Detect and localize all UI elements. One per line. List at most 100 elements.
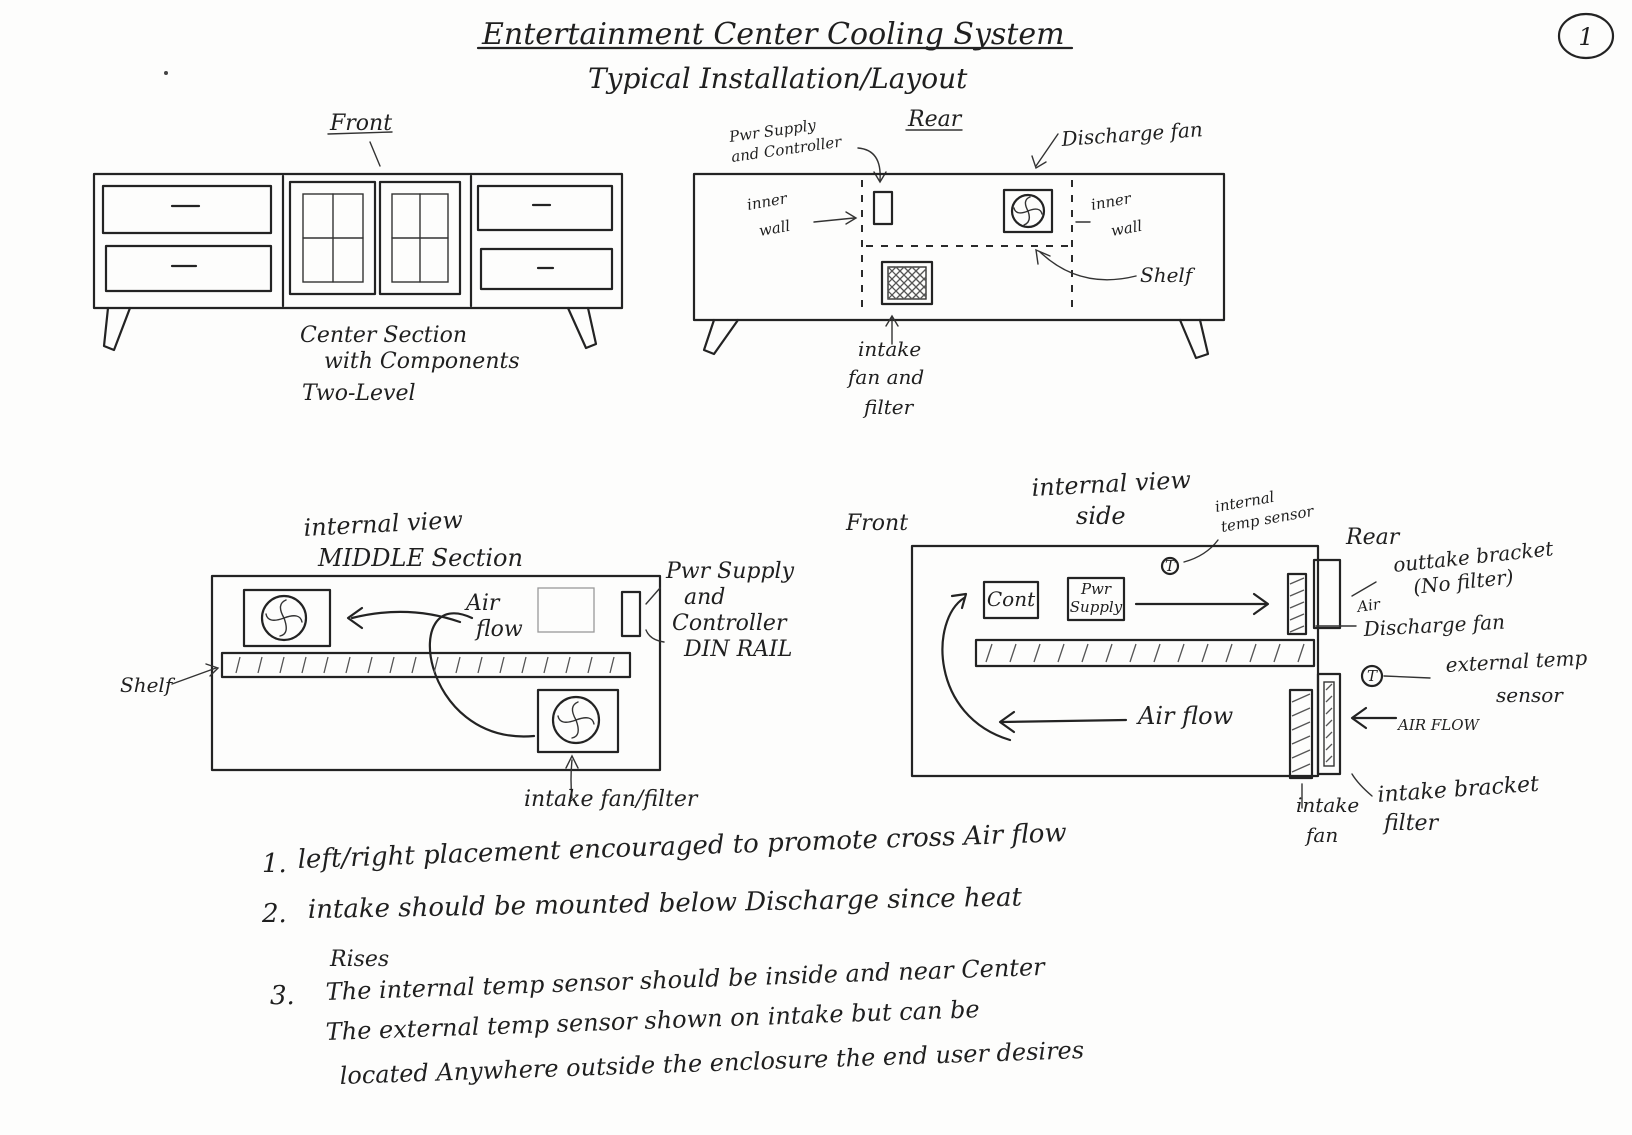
front-pointer (369, 141, 381, 167)
side-heading-line: side (1076, 502, 1126, 530)
pointer-arrowhead (1031, 155, 1047, 170)
middle-section-view: internal view MIDDLE Section Air flow Sh… (120, 506, 795, 812)
note-line: The external temp sensor shown on intake… (325, 995, 980, 1046)
shelf-pointer (171, 667, 217, 685)
fan-blades (557, 701, 595, 739)
rear-leg-right (1178, 318, 1210, 360)
side-intake-fan-label: intake (1296, 793, 1359, 817)
intake-pointer (570, 759, 573, 799)
side-enclosure (910, 544, 1320, 778)
side-heading-line: internal view (1031, 466, 1192, 502)
side-shelf (974, 638, 1316, 668)
fan-blades (1013, 196, 1043, 226)
rear-inner-wall-left-label: inner (746, 189, 789, 214)
shelf-hatching (985, 643, 1305, 663)
middle-airflow-label: flow (474, 617, 523, 642)
shelf-pointer (1039, 251, 1137, 281)
rear-leg-left (702, 318, 740, 356)
side-intake-bracket (1316, 672, 1342, 776)
outtake-pointer (1351, 581, 1377, 597)
page-number-circle (1557, 12, 1615, 60)
middle-intake-fan-box (536, 688, 620, 754)
internal-temp-sensor-circle (1160, 556, 1180, 576)
internal-temp-pointer (1183, 539, 1219, 563)
front-leg-right (566, 306, 598, 350)
side-front-label: Front (845, 511, 908, 536)
rear-discharge-fan-box (1002, 188, 1054, 234)
arrowhead (1350, 706, 1368, 730)
side-external-temp-label: sensor (1496, 683, 1564, 707)
side-airflow-curve (941, 596, 1012, 742)
page-number: 1 (1578, 23, 1593, 51)
front-caption-line: with Components (324, 349, 520, 374)
front-caption-line: Two-Level (302, 381, 416, 406)
side-intake-fan (1288, 688, 1314, 780)
note-number: 1. (262, 849, 287, 879)
side-pwr-supply-label: Supply (1070, 598, 1123, 616)
rear-discharge-fan-label: Discharge fan (1060, 117, 1204, 151)
front-drawer-top-left (101, 184, 273, 235)
sketch-title: Entertainment Center Cooling System (481, 17, 1065, 52)
middle-intake-fan-circle (551, 695, 601, 745)
middle-airflow-top-arrow (350, 610, 462, 624)
pointer-arrowhead (885, 314, 899, 327)
intake-filter (1323, 681, 1335, 767)
middle-pwr-label: and (684, 585, 725, 610)
rear-view: Rear Pwr Supply and Controller Discharge… (692, 107, 1226, 419)
sketch-subtitle: Typical Installation/Layout (588, 62, 968, 95)
middle-airflow-curve (428, 612, 536, 738)
inner-wall-pointer (813, 217, 855, 223)
arrowhead (998, 710, 1016, 734)
middle-pwr-label: DIN RAIL (683, 637, 792, 662)
rear-shelf-label: Shelf (1140, 263, 1196, 287)
discharge-fan-hatching (1289, 577, 1305, 633)
front-drawer-bottom-right (479, 247, 614, 291)
side-controller-label: Cont (987, 587, 1036, 611)
pointer-arrowhead (205, 663, 220, 677)
rear-inner-wall-left-label: wall (758, 217, 792, 240)
note-number: 3. (270, 981, 295, 1011)
stray-mark (164, 71, 168, 75)
shelf-hatching (235, 656, 615, 674)
side-controller-box (982, 580, 1040, 620)
middle-shelf-label: Shelf (120, 673, 176, 697)
side-intake-bracket-label: intake bracket (1377, 772, 1540, 808)
front-view: Front Center Section with Components Two… (92, 111, 624, 406)
middle-enclosure (210, 574, 662, 772)
middle-discharge-fan-circle (260, 594, 308, 642)
side-view: internal view side Front Rear internal t… (845, 466, 1588, 847)
pwr-pointer (645, 587, 661, 605)
arrowhead (346, 606, 364, 630)
rear-discharge-fan-circle (1010, 193, 1046, 229)
side-intake-bracket-label: filter (1382, 811, 1440, 836)
rear-inner-wall-right-label: inner (1090, 189, 1133, 214)
front-door-right (378, 180, 462, 296)
side-air-small-label: Air (1354, 595, 1382, 616)
internal-temp-sensor-symbol: T (1165, 557, 1176, 575)
middle-shelf (220, 651, 632, 679)
external-temp-sensor-symbol: T (1367, 667, 1378, 685)
middle-airflow-label: Air (464, 591, 501, 616)
side-discharge-fan-label: Discharge fan (1362, 610, 1506, 641)
front-drawer-top-right (476, 184, 614, 232)
front-leg-left (102, 306, 132, 352)
rear-intake-fan-box (880, 260, 934, 306)
side-pwr-supply-label: Pwr (1080, 580, 1112, 598)
note-line: Rises (329, 947, 389, 972)
note-line: left/right placement encouraged to promo… (297, 818, 1067, 875)
arrowhead (1252, 592, 1270, 616)
intake-bracket-pointer (1351, 773, 1373, 797)
din-rail-pointer (645, 629, 665, 643)
front-heading-underline (327, 131, 393, 135)
side-airflow-bottom-arrow (1000, 718, 1128, 724)
front-cabinet (92, 172, 624, 310)
intake-fan-hatching (1291, 693, 1311, 773)
note-number: 2. (261, 899, 287, 929)
side-airflow-bottom-label: Air flow (1136, 702, 1234, 730)
front-caption-line: Center Section (300, 323, 467, 348)
rear-intake-label: intake (858, 337, 921, 361)
notes: 1. left/right placement encouraged to pr… (261, 818, 1085, 1090)
arrowhead (950, 592, 968, 610)
pwr-supply-pointer (857, 147, 881, 181)
